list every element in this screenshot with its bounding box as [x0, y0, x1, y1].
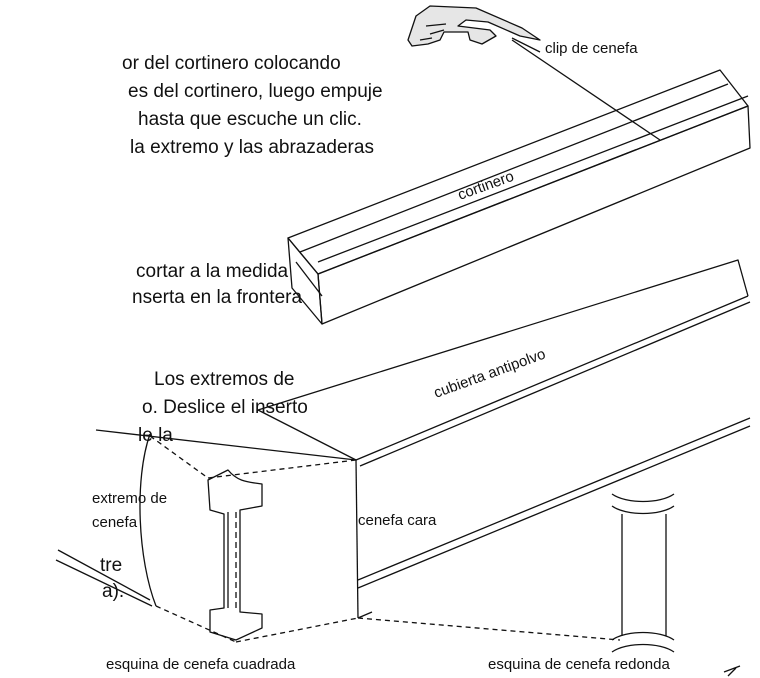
dust-cover-break: [343, 370, 351, 376]
instruction-line: nserta en la frontera: [132, 287, 303, 308]
instruction-line: o. Deslice el inserto: [142, 397, 308, 418]
round-corner: [611, 493, 741, 677]
label-clip-de-cenefa: clip de cenefa: [545, 40, 638, 57]
headrail: [287, 69, 751, 325]
dust-cover: [257, 259, 751, 467]
cortinero-leader-line: [511, 39, 661, 141]
label-cenefa-cara: cenefa cara: [358, 512, 437, 529]
label-cortinero: cortinero: [456, 168, 517, 204]
label-extremo-de-cenefa: extremo de: [92, 490, 168, 507]
instruction-line: cortar a la medida: [136, 261, 289, 282]
label-cubierta-antipolvo: cubierta antipolvo: [432, 346, 548, 402]
projection-lines: [149, 435, 621, 643]
label-esquina-cuadrada: esquina de cenefa cuadrada: [106, 656, 296, 673]
instruction-line: es del cortinero, luego empuje: [128, 81, 383, 102]
valance-clip: [407, 5, 541, 47]
instruction-line: tre: [100, 555, 123, 576]
instruction-line: la extremo y las abrazaderas: [130, 137, 374, 158]
clip-leader-line: [511, 37, 541, 53]
instruction-line: hasta que escuche un clic.: [138, 109, 362, 130]
label-extremo-de-cenefa: cenefa: [92, 514, 138, 531]
label-esquina-redonda: esquina de cenefa redonda: [488, 656, 670, 673]
valance-face: [355, 417, 751, 619]
square-corner-insert: [207, 469, 263, 641]
valance-end: [55, 429, 357, 607]
instruction-line: a).: [102, 581, 125, 602]
instruction-line: or del cortinero colocando: [122, 53, 341, 74]
instruction-line: le la: [138, 425, 173, 446]
instruction-line: Los extremos de: [154, 369, 295, 390]
